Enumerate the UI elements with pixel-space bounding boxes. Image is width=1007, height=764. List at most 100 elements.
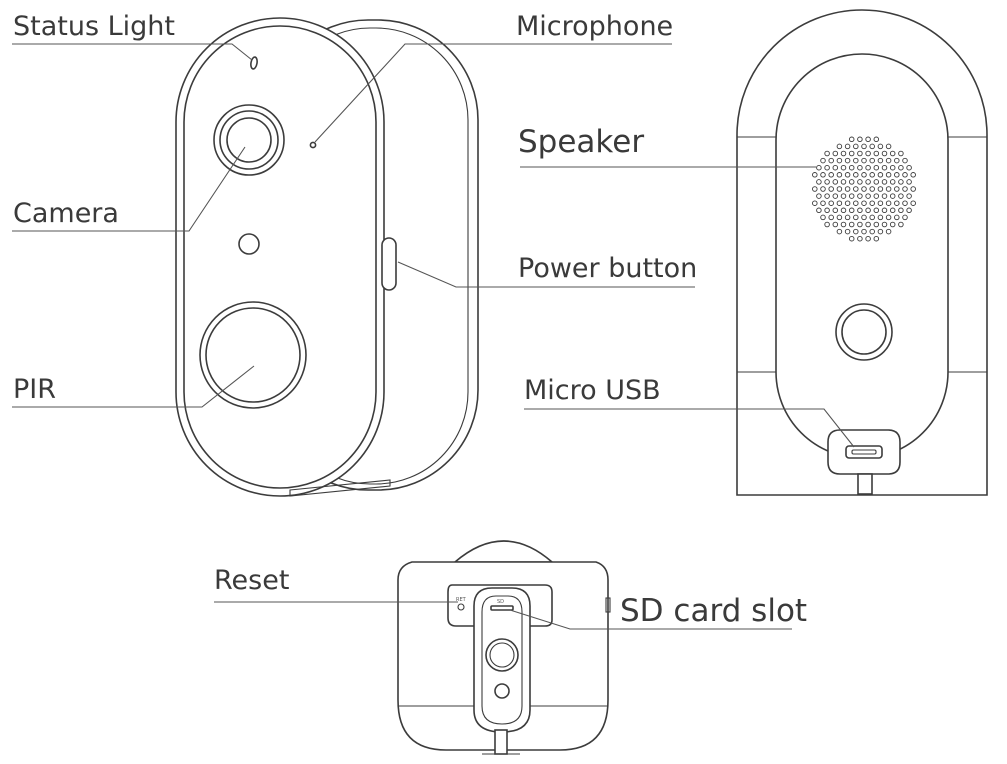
status-light-icon bbox=[250, 56, 258, 70]
label-power-button: Power button bbox=[518, 253, 697, 284]
speaker-hole bbox=[861, 172, 867, 178]
speaker-hole bbox=[902, 200, 908, 206]
speaker-hole bbox=[881, 193, 888, 199]
bottom-stem bbox=[494, 729, 508, 755]
speaker-hole bbox=[889, 164, 896, 171]
front-face-inner bbox=[183, 25, 377, 489]
speaker-hole bbox=[828, 200, 834, 206]
camera-leader bbox=[12, 146, 246, 232]
label-status-light: Status Light bbox=[13, 11, 175, 42]
bottom-side-nub bbox=[605, 597, 611, 613]
speaker-hole bbox=[873, 207, 880, 214]
bottom-leaders bbox=[214, 601, 792, 630]
speaker-hole bbox=[816, 193, 822, 199]
speaker-hole bbox=[853, 214, 859, 221]
speaker-hole bbox=[820, 214, 826, 221]
power-button-icon bbox=[381, 237, 397, 291]
speaker-hole bbox=[889, 221, 896, 228]
speaker-hole bbox=[828, 214, 834, 221]
speaker-hole bbox=[861, 228, 867, 235]
speaker-hole bbox=[812, 200, 818, 206]
speaker-hole bbox=[820, 172, 826, 178]
speaker-hole bbox=[857, 221, 863, 228]
bottom-large-button-outer bbox=[485, 638, 519, 672]
speaker-hole bbox=[869, 228, 875, 235]
speaker-hole bbox=[848, 150, 855, 157]
label-reset: Reset bbox=[214, 565, 289, 596]
speaker-hole bbox=[877, 172, 884, 178]
speaker-hole bbox=[865, 235, 871, 242]
label-microphone: Microphone bbox=[516, 11, 673, 42]
mount-hole-inner bbox=[841, 309, 887, 355]
speaker-hole bbox=[898, 164, 904, 171]
speaker-hole bbox=[877, 214, 884, 221]
speaker-hole bbox=[857, 193, 863, 199]
back-body-outer bbox=[736, 9, 988, 496]
speaker-hole bbox=[873, 150, 880, 157]
speaker-hole bbox=[861, 186, 867, 192]
speaker-hole bbox=[885, 186, 892, 192]
speaker-hole bbox=[898, 193, 904, 199]
speaker-hole bbox=[873, 221, 880, 228]
microphone-hole-icon bbox=[309, 141, 317, 149]
speaker-hole bbox=[816, 164, 822, 171]
speaker-hole bbox=[877, 186, 884, 192]
speaker-hole bbox=[910, 200, 916, 206]
speaker-hole bbox=[824, 193, 830, 199]
speaker-hole bbox=[865, 136, 871, 143]
speaker-hole bbox=[877, 200, 884, 206]
speaker-hole bbox=[844, 172, 851, 178]
speaker-hole bbox=[885, 214, 892, 221]
speaker-hole bbox=[869, 186, 875, 192]
back-leaders bbox=[520, 166, 855, 448]
speaker-hole bbox=[816, 207, 822, 214]
speaker-hole bbox=[836, 172, 843, 178]
bottom-stalk bbox=[473, 587, 531, 733]
speaker-hole bbox=[824, 179, 830, 185]
speaker-hole bbox=[820, 200, 826, 206]
speaker-hole bbox=[885, 143, 892, 150]
micro-usb-leader bbox=[524, 408, 855, 448]
pir-sensor-outer bbox=[199, 301, 307, 409]
speaker-hole bbox=[869, 200, 875, 206]
speaker-hole bbox=[869, 214, 875, 221]
speaker-hole bbox=[853, 228, 859, 235]
reset-hole-icon bbox=[457, 603, 465, 611]
speaker-hole bbox=[861, 143, 867, 150]
sd-card-slot-leader bbox=[509, 609, 792, 630]
back-view bbox=[736, 9, 988, 496]
speaker-hole bbox=[840, 179, 847, 185]
speaker-hole bbox=[861, 200, 867, 206]
speaker-hole bbox=[869, 172, 875, 178]
speaker-hole bbox=[820, 157, 826, 164]
speaker-hole bbox=[848, 193, 855, 199]
camera-lens-inner bbox=[226, 117, 272, 163]
speaker-hole bbox=[848, 164, 855, 171]
speaker-hole bbox=[898, 179, 904, 185]
speaker-hole bbox=[906, 164, 912, 171]
sd-card-slot-icon bbox=[490, 605, 514, 611]
speaker-hole bbox=[894, 186, 900, 192]
speaker-hole bbox=[885, 172, 892, 178]
speaker-hole bbox=[865, 164, 871, 171]
front-body-bottom-lip bbox=[289, 479, 391, 497]
speaker-hole bbox=[902, 186, 908, 192]
pir-leader bbox=[12, 365, 255, 408]
speaker-hole bbox=[836, 143, 843, 150]
speaker-hole bbox=[902, 157, 908, 164]
speaker-hole bbox=[844, 214, 851, 221]
speaker-hole bbox=[848, 235, 855, 242]
speaker-hole bbox=[877, 228, 884, 235]
status-light-leader bbox=[12, 43, 253, 61]
speaker-hole bbox=[848, 136, 855, 143]
speaker-hole bbox=[844, 157, 851, 164]
speaker-hole bbox=[877, 157, 884, 164]
speaker-hole bbox=[844, 228, 851, 235]
label-pir: PIR bbox=[13, 374, 56, 405]
bottom-dome bbox=[452, 540, 555, 563]
power-button-leader bbox=[397, 261, 695, 288]
label-speaker: Speaker bbox=[518, 124, 644, 160]
speaker-hole bbox=[865, 193, 871, 199]
speaker-hole bbox=[853, 157, 859, 164]
speaker-hole bbox=[853, 186, 859, 192]
